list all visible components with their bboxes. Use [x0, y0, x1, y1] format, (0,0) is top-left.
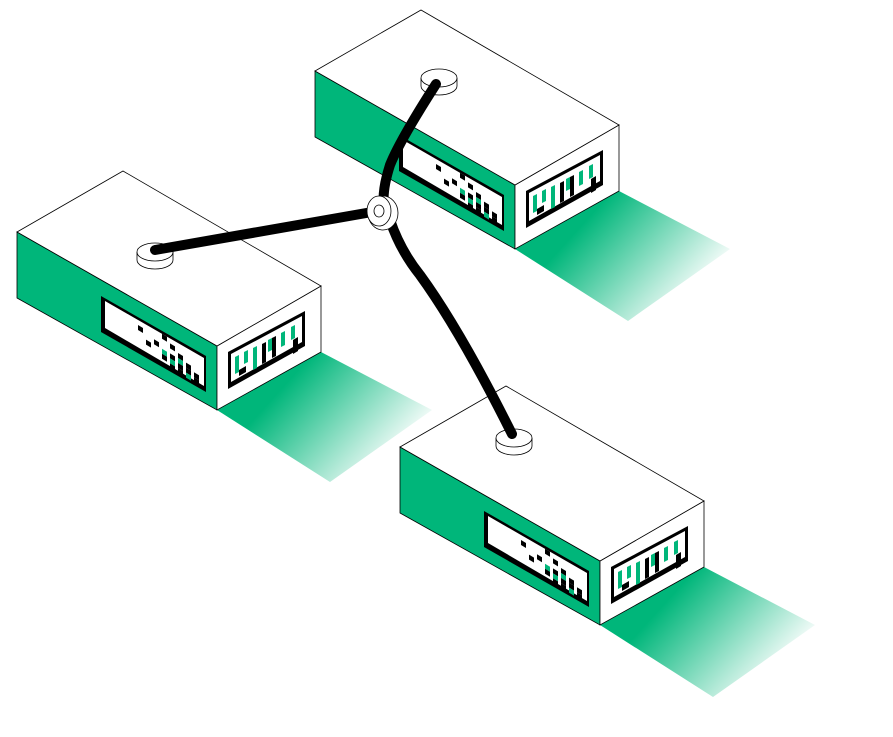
cable-left — [150, 207, 377, 255]
node-box-bottom — [399, 385, 816, 698]
cable-hub — [366, 195, 399, 231]
port-peg-bottom — [495, 428, 533, 456]
cable-top — [378, 79, 441, 210]
cable-bottom — [385, 215, 517, 439]
cables — [150, 79, 517, 439]
node-box-top — [314, 9, 731, 322]
